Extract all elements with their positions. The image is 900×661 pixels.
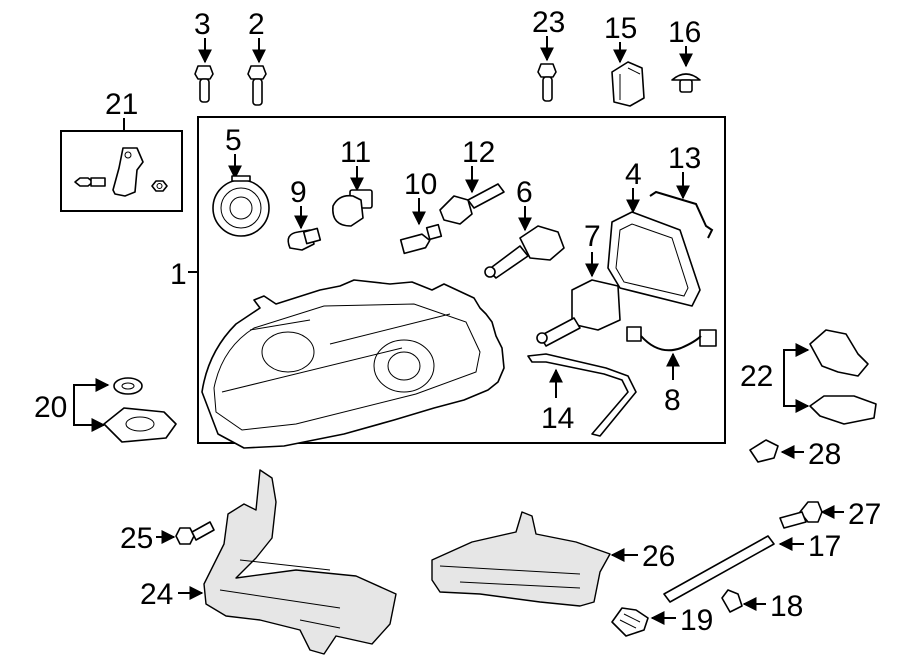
headlamp-assembly-frame: [197, 116, 726, 444]
callout-24: 24: [140, 578, 173, 611]
fastener-19: [611, 607, 649, 637]
callout-1: 1: [170, 258, 187, 291]
grommet-16: [671, 73, 701, 93]
clip-18: [721, 589, 743, 613]
headlamp-body: [201, 279, 505, 449]
callout-10: 10: [404, 168, 437, 201]
callout-6: 6: [516, 176, 533, 209]
callout-15: 15: [604, 12, 637, 45]
callout-28: 28: [808, 438, 841, 471]
bulb-7: [536, 279, 621, 347]
socket-12: [439, 183, 505, 225]
callout-9: 9: [290, 176, 307, 209]
callout-23: 23: [532, 6, 565, 39]
callout-3: 3: [194, 8, 211, 41]
callout-2: 2: [248, 8, 265, 41]
callout-18: 18: [770, 590, 803, 623]
bolt-25: [175, 521, 215, 545]
bulb-6: [484, 225, 565, 279]
callout-19: 19: [680, 604, 713, 637]
callout-25: 25: [120, 522, 153, 555]
callout-20: 20: [34, 391, 67, 424]
callout-14: 14: [541, 402, 574, 435]
trim-strip-14: [527, 353, 637, 437]
bulb-11: [332, 189, 373, 227]
bolt-23: [537, 63, 557, 102]
harness-8: [626, 326, 717, 352]
callout-27: 27: [848, 498, 881, 531]
dust-cap-5: [212, 175, 270, 237]
callout-21: 21: [105, 88, 138, 121]
callout-26: 26: [642, 540, 675, 573]
callout-22: 22: [740, 360, 773, 393]
callout-16: 16: [668, 16, 701, 49]
leader-22: [783, 349, 800, 407]
clip-28: [749, 439, 779, 463]
bracket-24: [203, 469, 397, 655]
callout-7: 7: [584, 220, 601, 253]
rod-17: [663, 535, 775, 603]
shield-26: [431, 511, 611, 607]
bolt-27: [779, 501, 823, 529]
clip-15: [611, 61, 645, 107]
callout-8: 8: [664, 384, 681, 417]
callout-12: 12: [462, 136, 495, 169]
bolt-2: [247, 65, 267, 106]
bracket-kit-parts: [74, 147, 168, 197]
callout-17: 17: [808, 530, 841, 563]
callout-13: 13: [668, 142, 701, 175]
brackets-22: [809, 329, 877, 425]
housing-cover-4: [607, 211, 701, 307]
bulb-10: [399, 223, 443, 255]
bulb-9: [287, 227, 322, 251]
bracket-kit-frame: [60, 130, 183, 212]
callout-5: 5: [225, 124, 242, 157]
wire-clip-13: [649, 190, 714, 239]
leader-20: [73, 384, 107, 426]
callout-4: 4: [625, 158, 642, 191]
ballast-20: [103, 377, 177, 443]
bolt-3: [194, 65, 214, 103]
callout-11: 11: [340, 136, 371, 169]
